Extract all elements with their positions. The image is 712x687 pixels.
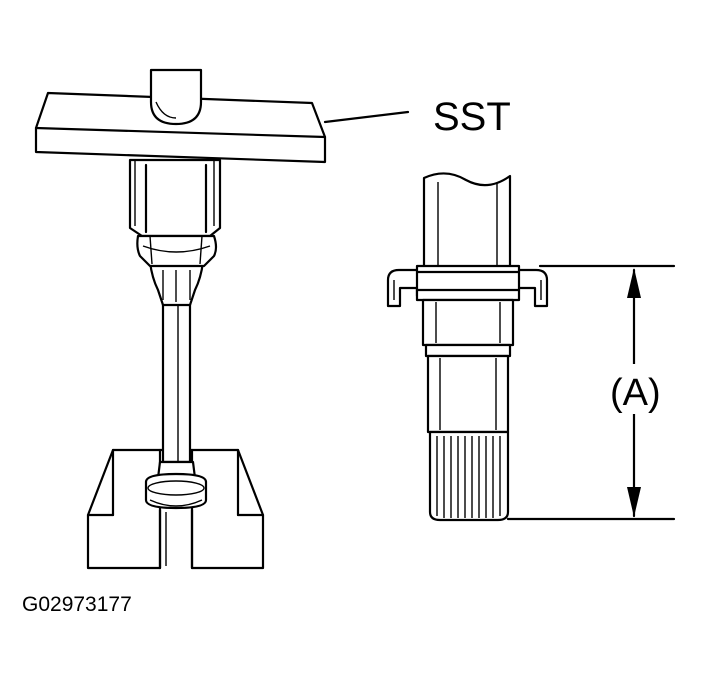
- press-shaft: [148, 260, 205, 480]
- shaft-upper: [422, 172, 512, 270]
- dimension-a: (A): [506, 264, 676, 521]
- sst-plate: [34, 91, 327, 164]
- sst-leader-line: [323, 110, 410, 124]
- dimension-arrow-up: [627, 268, 641, 298]
- dimension-arrow-down: [627, 487, 641, 517]
- shaft-splines: [428, 430, 510, 522]
- shaft-middle: [421, 298, 515, 434]
- press-assembly: SST: [34, 68, 511, 570]
- shaft-assembly: (A): [386, 172, 676, 522]
- socket-adapter: [128, 158, 222, 268]
- oil-seal-left: [144, 472, 208, 510]
- figure-id: G02973177: [22, 593, 132, 616]
- support-block: [86, 448, 265, 570]
- oil-seal-installed: [386, 264, 549, 308]
- press-ram: [149, 68, 203, 126]
- sst-label: SST: [433, 95, 511, 139]
- dimension-label: (A): [610, 372, 661, 414]
